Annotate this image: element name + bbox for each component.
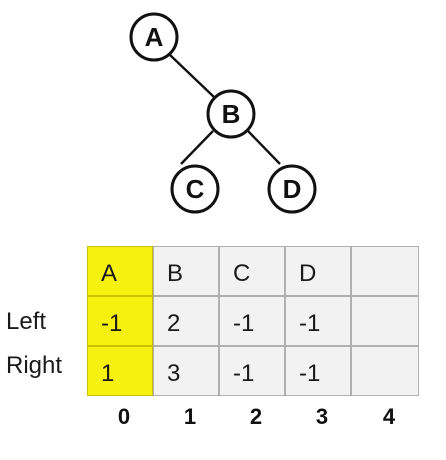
tree-node-a: A [129,12,179,62]
index-label-3: 3 [315,404,329,429]
cell-left-index-3: -1 [285,296,351,346]
index-label-1: 1 [183,404,197,429]
cell-name-index-4 [351,246,419,296]
index-label-0: 0 [117,404,131,429]
cell-name-index-3: D [285,246,351,296]
cell-right-index-1: 3 [153,346,219,396]
tree-node-c: C [170,164,220,214]
tree-node-b: B [206,89,256,139]
index-label-2: 2 [249,404,263,429]
cell-left-index-2: -1 [219,296,285,346]
cell-left-index-1: 2 [153,296,219,346]
tree-node-d: D [267,164,317,214]
edge-b-d [247,130,281,165]
cell-name-index-1: B [153,246,219,296]
cell-name-index-2: C [219,246,285,296]
index-label-4: 4 [382,404,396,429]
cell-left-index-4 [351,296,419,346]
cell-right-index-4 [351,346,419,396]
cell-left-index-0: -1 [87,296,153,346]
tree-node-b-label: B [222,99,241,129]
cell-right-index-0: 1 [87,346,153,396]
binary-tree-diagram: A B C D [129,12,317,214]
tree-node-d-label: D [283,174,302,204]
cell-name-index-0: A [87,246,153,296]
edge-a-b [169,54,215,98]
tree-node-a-label: A [145,22,164,52]
tree-node-c-label: C [186,174,205,204]
row-label-right: Right [6,352,63,379]
cell-right-index-2: -1 [219,346,285,396]
row-label-left: Left [6,308,47,335]
edge-b-c [180,130,214,165]
cell-right-index-3: -1 [285,346,351,396]
